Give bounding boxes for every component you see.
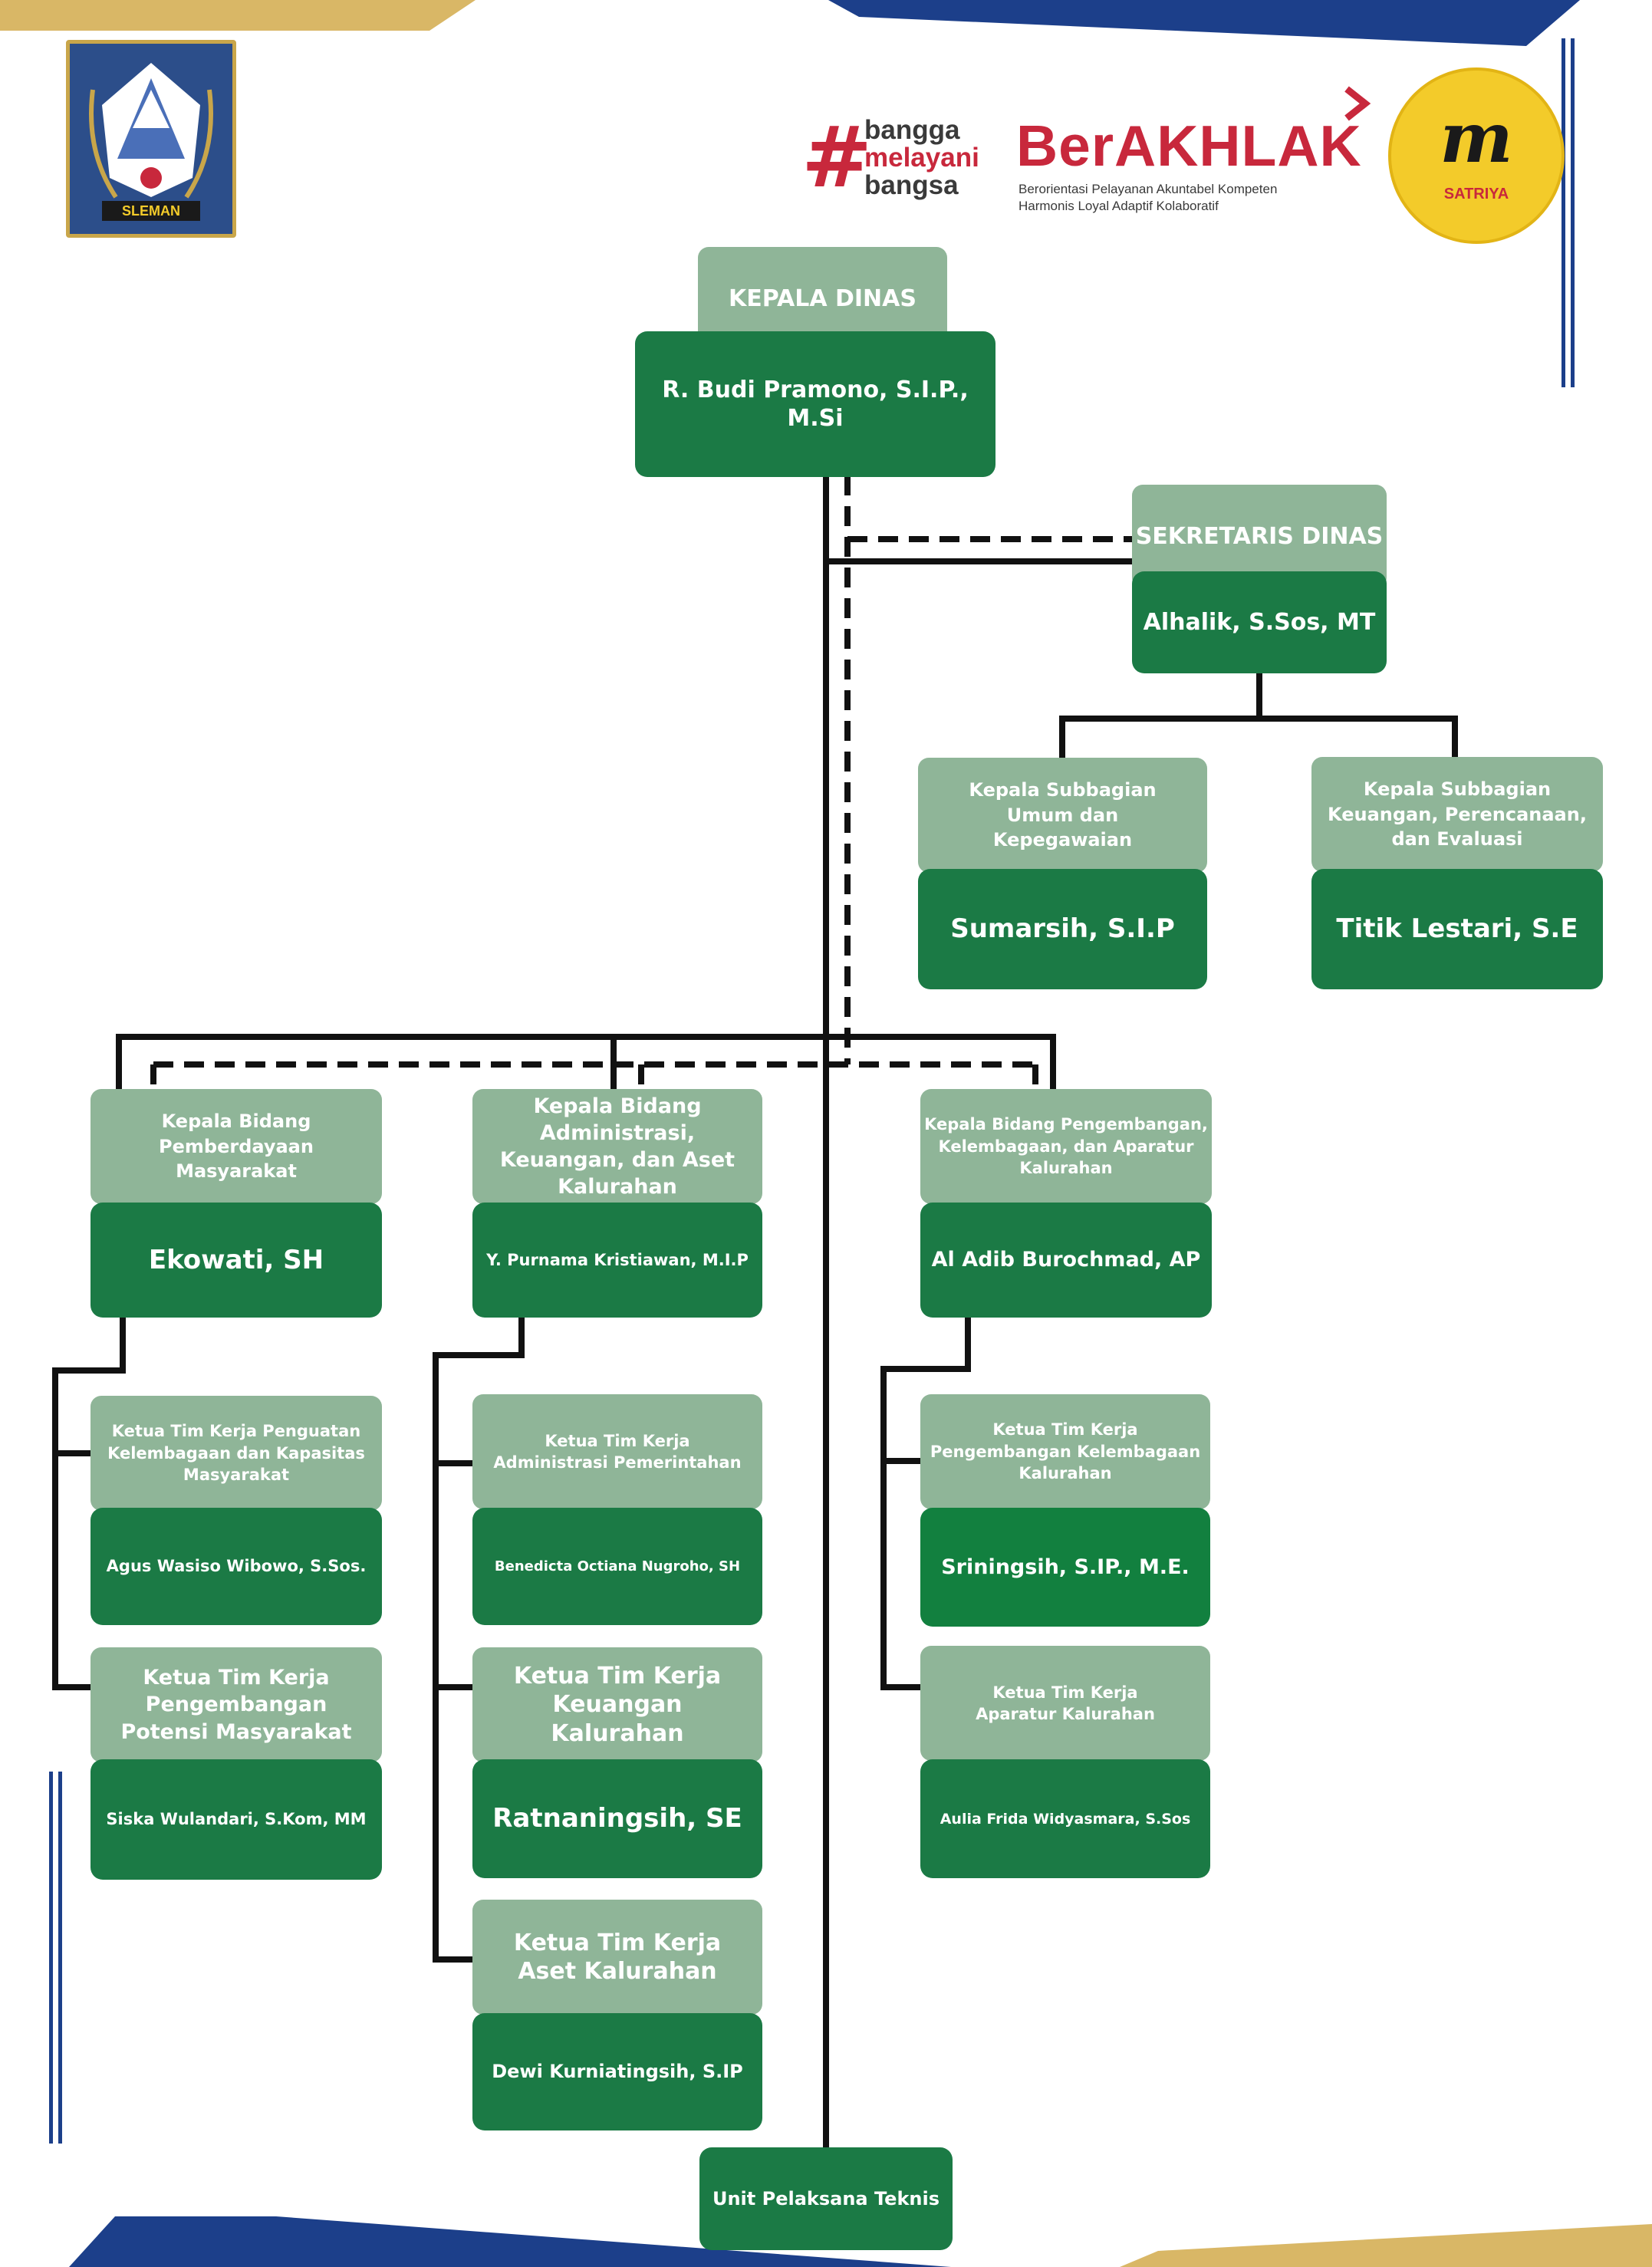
right-navy-line-1 [1562, 38, 1565, 387]
tim-aparatur-kal-title: Ketua Tim Kerja Aparatur Kalurahan [920, 1646, 1210, 1761]
tim-pengembangan-kel-name: Sriningsih, S.IP., M.E. [920, 1508, 1210, 1627]
tim-pengembangan-kel-title: Ketua Tim Kerja Pengembangan Kelembagaan… [920, 1394, 1210, 1509]
right-navy-line-2 [1571, 38, 1575, 387]
tim-aset-kal-name: Dewi Kurniatingsih, S.IP [472, 2013, 762, 2130]
bottom-navy-accent [69, 2216, 951, 2267]
bidang-pemberdayaan-name: Ekowati, SH [90, 1203, 382, 1318]
left-navy-line-1 [49, 1772, 53, 2144]
bangga-word-3: bangsa [864, 170, 959, 200]
tim-aparatur-kal-name: Aulia Frida Widyasmara, S.Sos [920, 1759, 1210, 1878]
bidang-pemberdayaan-title: Kepala Bidang Pemberdayaan Masyarakat [90, 1089, 382, 1204]
subbag-keuangan-title: Kepala Subbagian Keuangan, Perencanaan, … [1311, 757, 1603, 872]
berakhlak-tagline: Berorientasi Pelayanan Akuntabel Kompete… [1019, 181, 1364, 215]
satriya-logo: m SATRIYA [1388, 67, 1565, 244]
unit-pelaksana-teknis: Unit Pelaksana Teknis [699, 2147, 953, 2250]
tim-adm-pemerintahan-title: Ketua Tim Kerja Administrasi Pemerintaha… [472, 1394, 762, 1509]
berakhlak-tagline-line-2: Harmonis Loyal Adaptif Kolaboratif [1019, 199, 1219, 213]
berakhlak-logo-title: BerAKHLAK [1016, 114, 1362, 178]
sekretaris-dinas-name: Alhalik, S.Sos, MT [1132, 571, 1387, 673]
berakhlak-tagline-line-1: Berorientasi Pelayanan Akuntabel Kompete… [1019, 182, 1278, 196]
tim-potensi-name: Siska Wulandari, S.Kom, MM [90, 1759, 382, 1880]
tim-adm-pemerintahan-name: Benedicta Octiana Nugroho, SH [472, 1508, 762, 1625]
bangga-melayani-bangsa-logo: # bangga melayani bangsa [801, 115, 1001, 199]
sleman-logo: SLEMAN [66, 40, 236, 238]
bangga-hash-icon: # [801, 107, 873, 206]
tim-keuangan-kal-title: Ketua Tim Kerja Keuangan Kalurahan [472, 1647, 762, 1762]
top-gold-accent [0, 0, 476, 31]
sleman-emblem-icon [89, 63, 213, 221]
bangga-word-1: bangga [864, 115, 960, 145]
bangga-word-2: melayani [864, 143, 979, 173]
bidang-administrasi-title: Kepala Bidang Administrasi, Keuangan, da… [472, 1089, 762, 1204]
subbag-umum-name: Sumarsih, S.I.P [918, 869, 1207, 989]
berakhlak-chevron-icon [1344, 86, 1371, 121]
subbag-keuangan-name: Titik Lestari, S.E [1311, 869, 1603, 989]
tim-penguatan-title: Ketua Tim Kerja Penguatan Kelembagaan da… [90, 1396, 382, 1511]
left-navy-line-2 [58, 1772, 62, 2144]
tim-penguatan-name: Agus Wasiso Wibowo, S.Sos. [90, 1508, 382, 1625]
sleman-label: SLEMAN [122, 203, 180, 219]
top-navy-accent [828, 0, 1580, 46]
tim-keuangan-kal-name: Ratnaningsih, SE [472, 1759, 762, 1878]
bidang-pengembangan-name: Al Adib Burochmad, AP [920, 1203, 1212, 1318]
bottom-gold-accent [1120, 2224, 1652, 2267]
tim-potensi-title: Ketua Tim Kerja Pengembangan Potensi Mas… [90, 1647, 382, 1762]
subbag-umum-title: Kepala Subbagian Umum dan Kepegawaian [918, 758, 1207, 873]
bidang-administrasi-name: Y. Purnama Kristiawan, M.I.P [472, 1203, 762, 1318]
satriya-label: SATRIYA [1443, 186, 1509, 202]
bidang-pengembangan-title: Kepala Bidang Pengembangan, Kelembagaan,… [920, 1089, 1212, 1204]
tim-aset-kal-title: Ketua Tim Kerja Aset Kalurahan [472, 1900, 762, 2015]
kepala-dinas-name: R. Budi Pramono, S.I.P., M.Si [635, 331, 995, 477]
sekretaris-dinas-title: SEKRETARIS DINAS [1132, 485, 1387, 588]
satriya-emblem-icon: m [1440, 97, 1513, 179]
